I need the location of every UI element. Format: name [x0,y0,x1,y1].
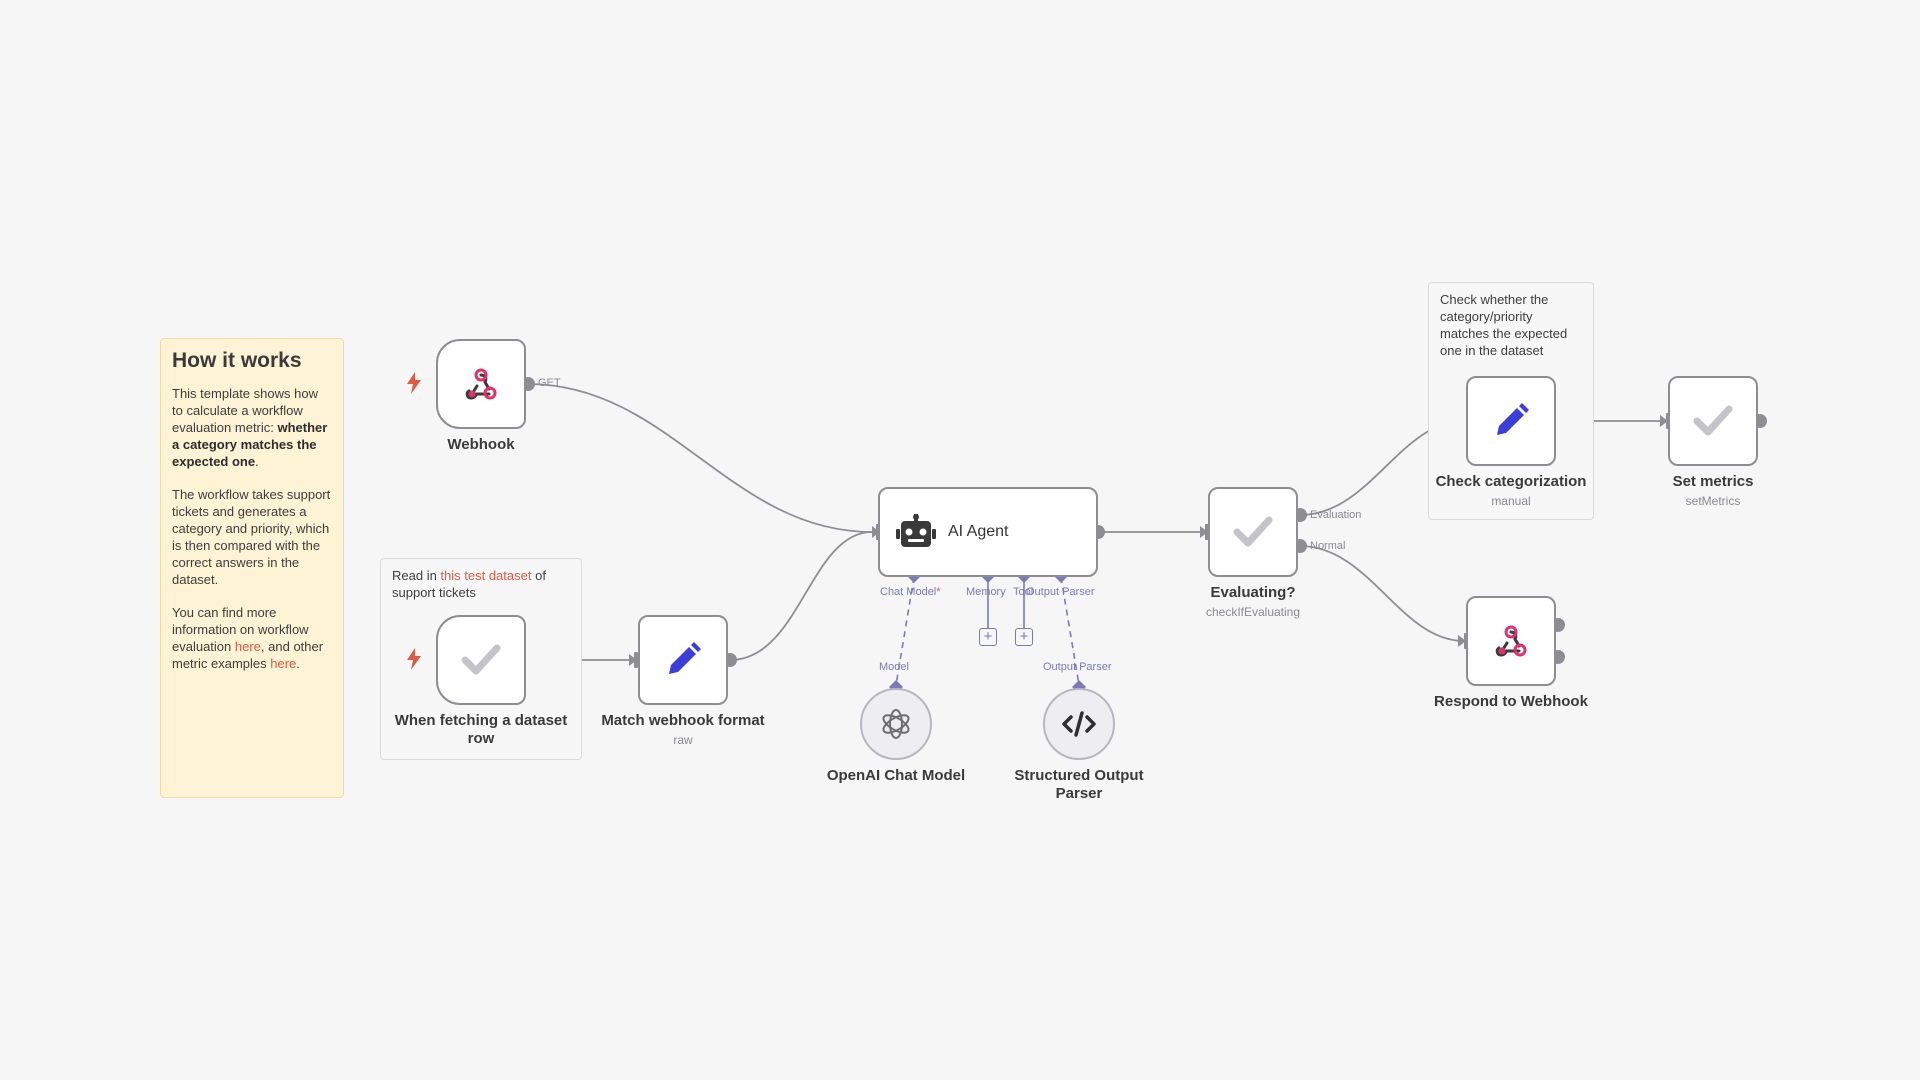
arrow-match-in [629,654,637,666]
openai-icon [882,709,910,739]
evaluation-link[interactable]: here [234,639,261,654]
ai-agent-label: AI Agent [948,523,1009,540]
code-icon [1062,711,1096,737]
test-dataset-link[interactable]: this test dataset [440,568,532,583]
pencil-icon [669,642,701,674]
arrow-evaluating-in [1200,526,1208,538]
trigger-bolt-icon [407,372,421,394]
webhook-port-label: GET [538,377,561,389]
evaluating-sub: checkIfEvaluating [1205,605,1301,619]
ai-agent-node[interactable]: AI Agent [878,487,1098,577]
robot-icon [896,514,936,547]
tool-port-label: Tool [1013,586,1034,598]
add-tool-button[interactable]: + [1015,628,1033,646]
check-categorization-node[interactable] [1466,376,1556,466]
pencil-icon [1497,403,1529,435]
output-parser-port-label: Output Parser [1026,586,1095,598]
evaluating-node[interactable] [1208,487,1298,577]
add-memory-button[interactable]: + [979,628,997,646]
webhook-label: Webhook [447,436,515,453]
metric-examples-link[interactable]: here [270,656,297,671]
sticky-how-it-works[interactable]: How it works This template shows how to … [160,338,344,798]
connection-webhook-to-agent [527,383,873,533]
webhook-icon [465,368,497,400]
check-categorization-sub: manual [1491,494,1531,508]
match-format-sub: raw [673,733,693,747]
arrow-metrics-in [1660,415,1668,427]
sticky-paragraph-3: You can find more information on workflo… [172,605,324,671]
webhook-icon [1495,625,1527,657]
set-metrics-sub: setMetrics [1685,494,1741,508]
memory-port-label: Memory [966,586,1006,598]
evaluating-label: Evaluating? [1210,584,1296,601]
parser-port-label: Output Parser [1043,661,1112,673]
respond-webhook-node[interactable] [1466,596,1556,686]
arrow-respond-in [1458,635,1466,647]
check-categorization-label: Check categorization [1435,473,1587,490]
respond-webhook-label: Respond to Webhook [1434,693,1588,710]
check-icon [1233,516,1273,547]
sticky-title: How it works [172,349,302,372]
dataset-trigger-node[interactable] [436,615,526,705]
match-format-node[interactable] [638,615,728,705]
connection-match-to-agent [729,531,873,661]
sticky-paragraph-2: The workflow takes support tickets and g… [172,487,331,587]
set-metrics-node[interactable] [1668,376,1758,466]
evaluation-port-label: Evaluation [1310,509,1362,521]
parser-label: Structured Output Parser [1014,767,1144,802]
chat-model-port-label: Chat Model* [880,586,941,598]
trigger-bolt-icon-2 [407,648,421,670]
check-icon [1693,405,1733,436]
openai-port-label: Model [879,661,909,673]
parser-node[interactable] [1043,688,1115,760]
webhook-node[interactable] [436,339,526,429]
normal-port-label: Normal [1310,540,1346,552]
set-metrics-label: Set metrics [1672,473,1754,490]
openai-label: OpenAI Chat Model [826,767,966,784]
sticky-paragraph-1: This template shows how to calculate a w… [172,386,328,469]
dataset-trigger-label: When fetching a dataset row [394,712,568,747]
openai-node[interactable] [860,688,932,760]
match-format-label: Match webhook format [601,712,765,729]
check-icon [461,644,501,675]
